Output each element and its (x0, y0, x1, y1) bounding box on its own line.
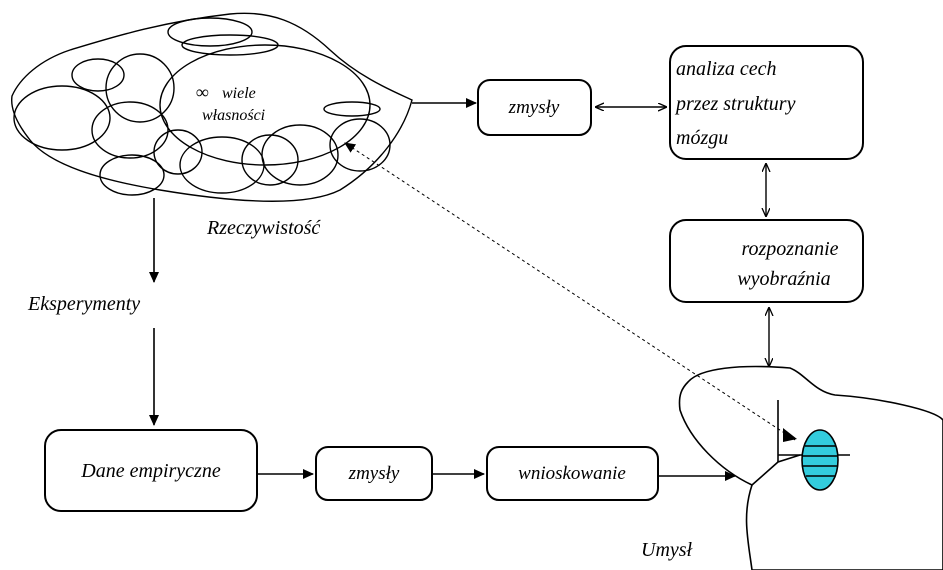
inference-box (486, 446, 659, 501)
empirical-data-label: Dane empiryczne (80, 460, 221, 482)
recognition-line1: rozpoznanie (741, 238, 838, 260)
mind-core (801, 429, 839, 491)
reality-blob (11, 12, 413, 202)
infinity-symbol: ∞ (196, 82, 209, 102)
mind-inner-line (751, 454, 801, 486)
mind-outline (678, 365, 943, 570)
dashed-arrow-tail-head (783, 428, 797, 442)
top-senses-label: zmysły (508, 97, 560, 118)
analysis-box (669, 45, 864, 160)
mind-label: Umysł (641, 539, 693, 561)
experiments-label: Eksperymenty (27, 293, 140, 315)
mind-core-lines (803, 445, 838, 477)
recognition-box (669, 219, 864, 303)
reality-label: Rzeczywistość (206, 217, 321, 239)
properties-line2: własności (202, 107, 265, 124)
analysis-line3: mózgu (676, 127, 728, 149)
top-senses-box (477, 79, 592, 136)
inference-label: wnioskowanie (518, 463, 626, 484)
empirical-data-box (44, 429, 258, 512)
analysis-line2: przez struktury (674, 93, 796, 115)
properties-line1: wiele (222, 85, 256, 102)
recognition-line2: wyobraźnia (737, 268, 830, 290)
analysis-line1: analiza cech (676, 58, 777, 80)
bottom-senses-label: zmysły (348, 463, 400, 484)
